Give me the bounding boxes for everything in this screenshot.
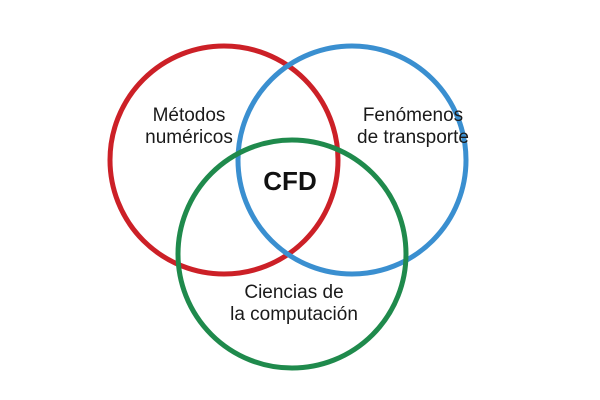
label-line: Ciencias de (244, 282, 344, 303)
label-transport-phenomena: Fenómenos de transporte (338, 105, 488, 149)
circle-numerical-methods (107, 43, 341, 277)
label-line: de transporte (357, 127, 469, 148)
label-line: numéricos (145, 127, 233, 148)
label-numerical-methods: Métodos numéricos (124, 105, 254, 149)
label-line: Fenómenos (362, 105, 464, 126)
circle-computer-science (175, 137, 409, 371)
label-computer-science: Ciencias de la computación (214, 282, 374, 326)
circle-transport-phenomena (235, 43, 469, 277)
label-line: la computación (230, 304, 358, 325)
label-line: Métodos (152, 105, 226, 126)
label-cfd-intersection: CFD (263, 166, 317, 196)
